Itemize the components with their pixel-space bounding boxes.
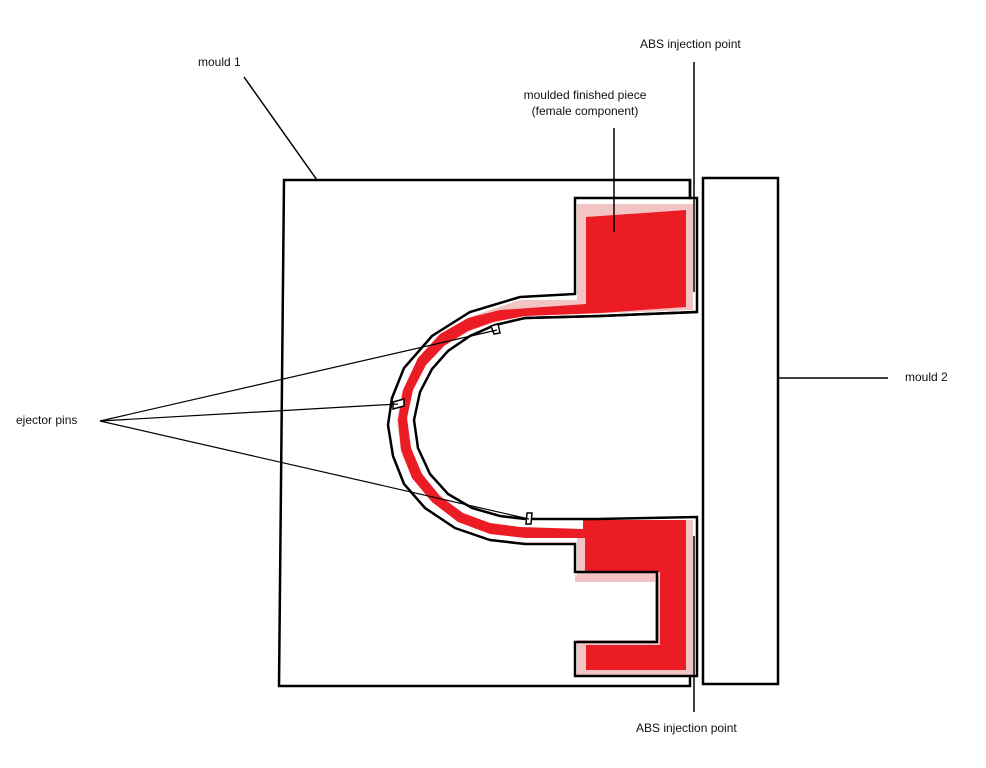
leader-ejector-pin-top — [99, 329, 498, 422]
leader-ejector-pin-middle — [99, 403, 399, 422]
mould-1-outline — [277, 178, 692, 688]
ejector-pin-top — [490, 323, 501, 335]
moulded-finished-piece — [398, 210, 686, 670]
mould-1-core-outline — [412, 310, 698, 521]
label-mould-1: mould 1 — [198, 55, 241, 69]
ejector-pin-middle — [392, 398, 405, 410]
mould-2-block — [701, 176, 780, 686]
label-abs-injection-bottom: ABS injection point — [636, 721, 737, 735]
label-finished-piece-line2: (female component) — [531, 104, 639, 118]
leader-ejector-pin-bottom — [99, 420, 530, 520]
label-ejector-pins: ejector pins — [16, 413, 78, 427]
label-finished-piece-line1: moulded finished piece — [523, 88, 647, 102]
label-abs-injection-top: ABS injection point — [640, 37, 741, 51]
label-mould-2: mould 2 — [905, 370, 948, 384]
leader-mould-1 — [243, 76, 318, 181]
